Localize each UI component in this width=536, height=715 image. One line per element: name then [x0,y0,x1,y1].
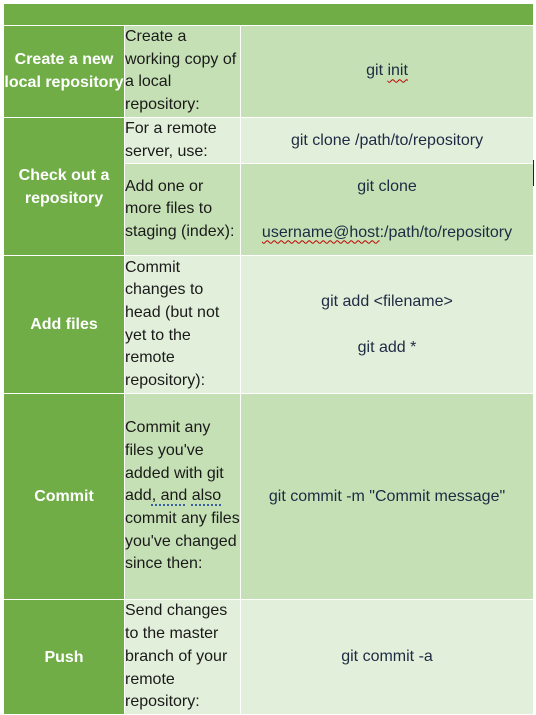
command-text: git clone [357,177,417,195]
command-cell: git clone /path/to/repository [239,116,535,165]
command-text: git clone /path/to/repository [290,131,484,149]
table-header-cell [2,3,535,26]
table-row: Push Send changes to the master branch o… [3,599,535,715]
row-description: Commit changes to head (but not yet to t… [124,255,241,395]
command-cell: git commit -m "Commit message" [239,393,535,601]
grammar-flagged-text: also [191,487,222,505]
command-cell: git init [239,25,535,118]
row-label-check-out-repository: Check out a repository [3,116,125,257]
table-header-row [2,3,535,26]
command-text: git add * [357,338,417,356]
command-text: username@host:/path/to/repository [241,222,533,244]
row-label-create-repository: Create a new local repository [3,25,125,118]
grammar-flagged-text: , and [151,487,188,505]
spellcheck-flagged-word: init [387,62,408,80]
git-cheat-sheet-table: Create a new local repository Create a w… [2,3,535,715]
row-label-push: Push [3,599,125,715]
row-description: For a remote server, use: [124,116,241,165]
command-text: git commit -m "Commit message" [268,487,506,505]
command-text: git commit -a [341,648,433,666]
command-cell: git add <filename> git add * [239,255,535,395]
row-description: Commit any files you've added with git a… [124,393,241,601]
table-row: Commit Commit any files you've added wit… [3,393,535,601]
command-text: git init [241,60,533,82]
command-cell: git clone username@host:/path/to/reposit… [239,163,535,257]
table-row: Check out a repository For a remote serv… [3,116,535,257]
command-text: git add <filename> [321,292,453,310]
table-row: Create a new local repository Create a w… [3,25,535,118]
text-cursor [533,160,534,186]
table-row: Add one or more files to staging (index)… [4,163,535,257]
table-row: Add files Commit changes to head (but no… [3,255,535,395]
command-cell: git commit -a [239,599,535,715]
spellcheck-flagged-word: username@host [261,223,380,241]
row-description: Create a working copy of a local reposit… [124,25,241,118]
row-label-commit: Commit [3,393,125,601]
command-suffix: :/path/to/repository [379,223,513,241]
row-description: Add one or more files to staging (index)… [124,163,241,257]
command-prefix: git [366,62,388,80]
row-description: Send changes to the master branch of you… [124,599,241,715]
row-label-add-files: Add files [3,255,125,395]
